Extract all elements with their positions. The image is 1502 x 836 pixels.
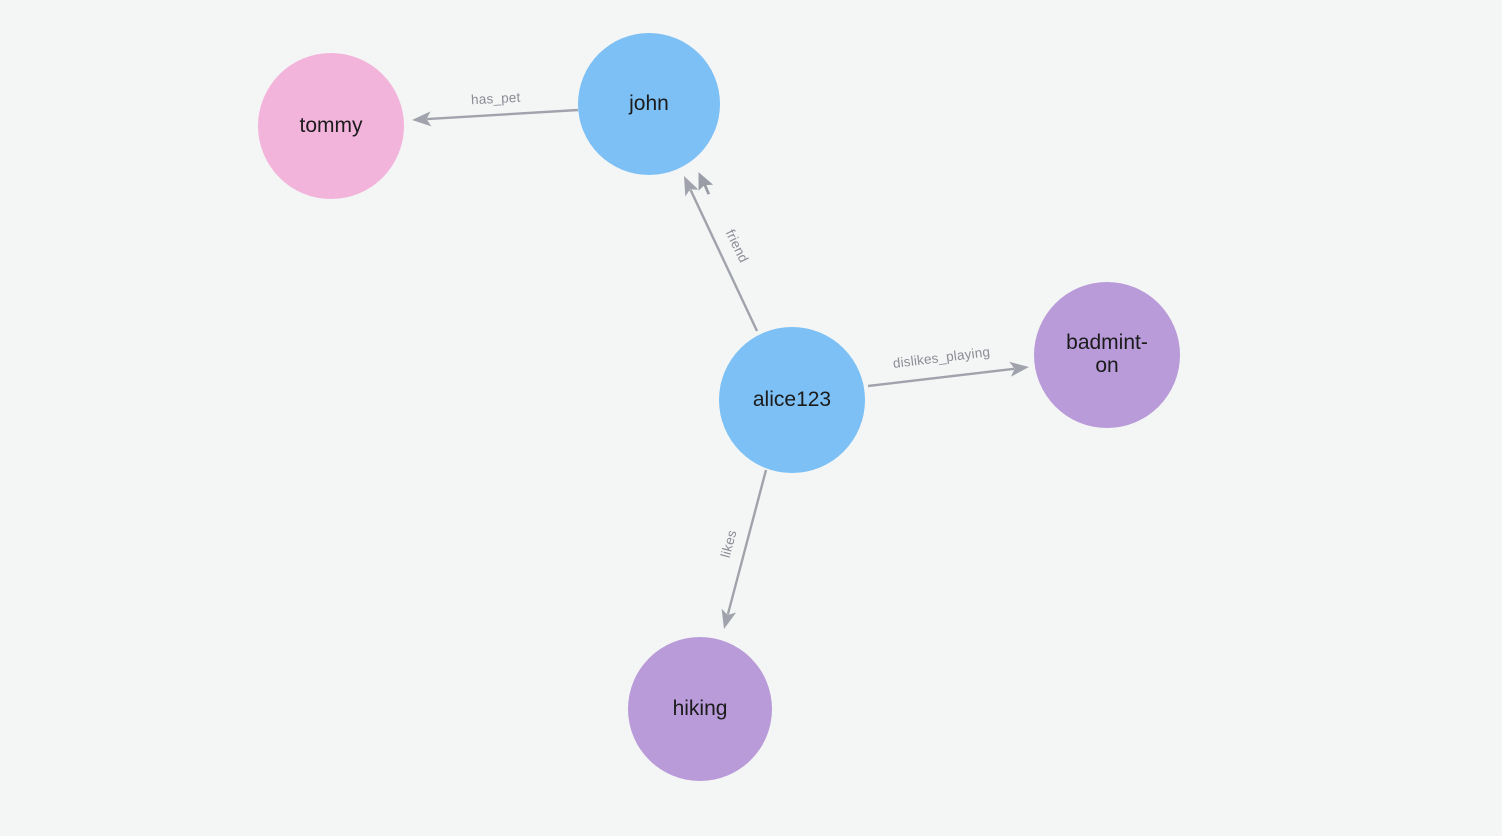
graph-node-label: tommy [299, 113, 363, 137]
graph-node-alice123[interactable]: alice123 [719, 327, 865, 473]
graph-node-tommy[interactable]: tommy [258, 53, 404, 199]
graph-edge-arrowhead-icon [1009, 361, 1029, 377]
graph-edge-label: dislikes_playing [892, 344, 991, 371]
graph-node-hiking[interactable]: hiking [628, 637, 772, 781]
graph-edge-line[interactable] [426, 108, 579, 121]
graph-node-label: alice123 [752, 387, 832, 411]
graph-edge-line[interactable] [726, 469, 768, 615]
graph-node-badminton[interactable]: badmint- on [1034, 282, 1180, 428]
graph-edge-label: likes [718, 528, 740, 559]
graph-node-label: badmint- on [1066, 331, 1148, 377]
graph-node-label: hiking [672, 696, 728, 720]
graph-edge-line[interactable] [689, 189, 759, 332]
graph-edge-arrowhead-icon [684, 176, 699, 197]
graph-node-label: john [629, 91, 669, 115]
graph-edge-label: has_pet [471, 90, 521, 108]
graph-edge-line[interactable] [867, 367, 1015, 388]
graph-edge-arrowhead-icon [412, 111, 432, 127]
graph-edge-label: friend [723, 227, 752, 265]
graph-node-john[interactable]: john [578, 33, 720, 175]
graph-edge-arrowhead-icon [721, 608, 737, 629]
